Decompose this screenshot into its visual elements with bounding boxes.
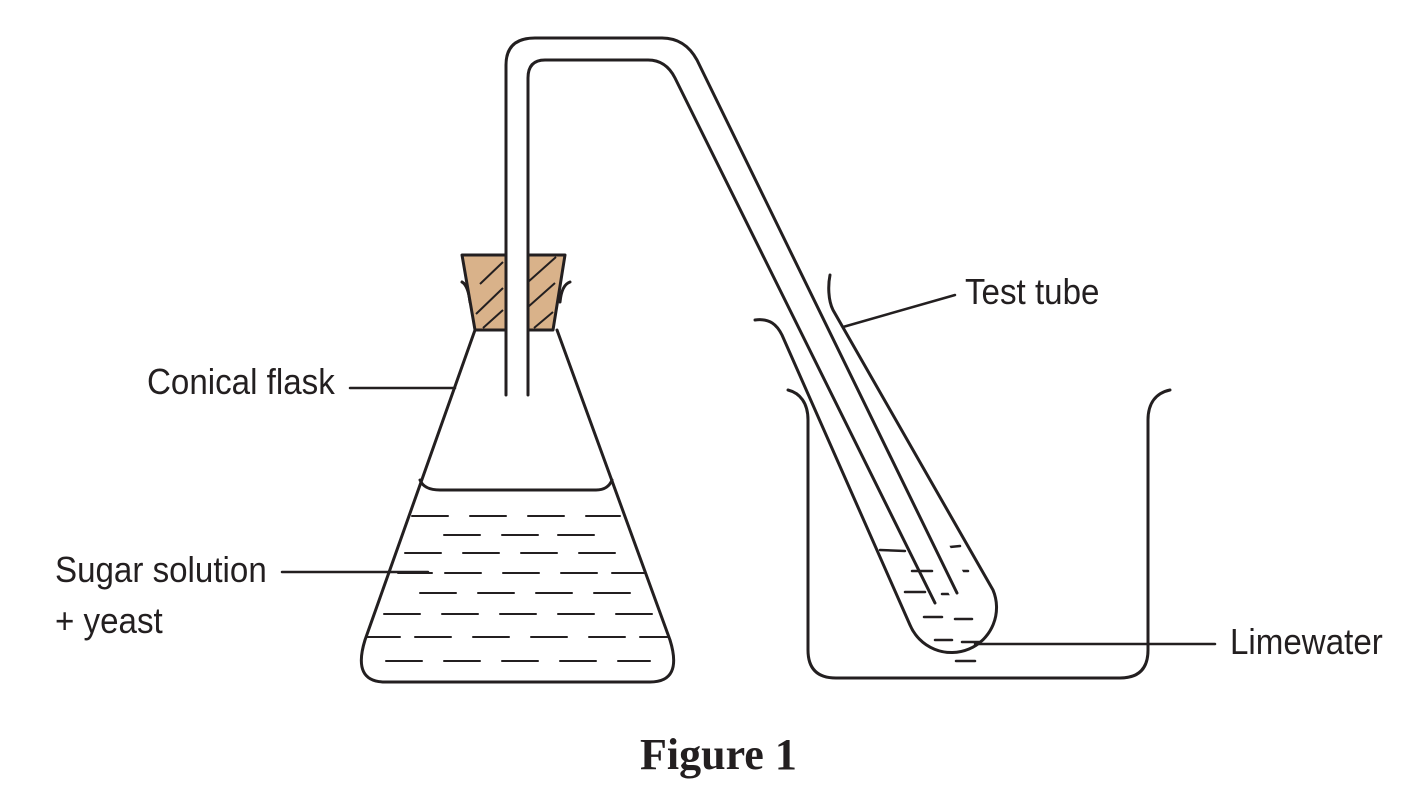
label-yeast: + yeast xyxy=(55,600,163,641)
limewater-liquid xyxy=(878,544,982,663)
delivery-tube xyxy=(504,36,975,605)
figure-caption: Figure 1 xyxy=(640,730,797,779)
test-tube xyxy=(753,273,999,655)
sugar-solution-liquid xyxy=(365,478,669,662)
label-test-tube: Test tube xyxy=(965,271,1100,312)
label-limewater: Limewater xyxy=(1230,621,1383,662)
label-sugar-solution: Sugar solution xyxy=(55,549,267,590)
beaker xyxy=(786,388,1172,680)
label-conical-flask: Conical flask xyxy=(147,361,335,402)
leader-test-tube xyxy=(841,293,957,329)
